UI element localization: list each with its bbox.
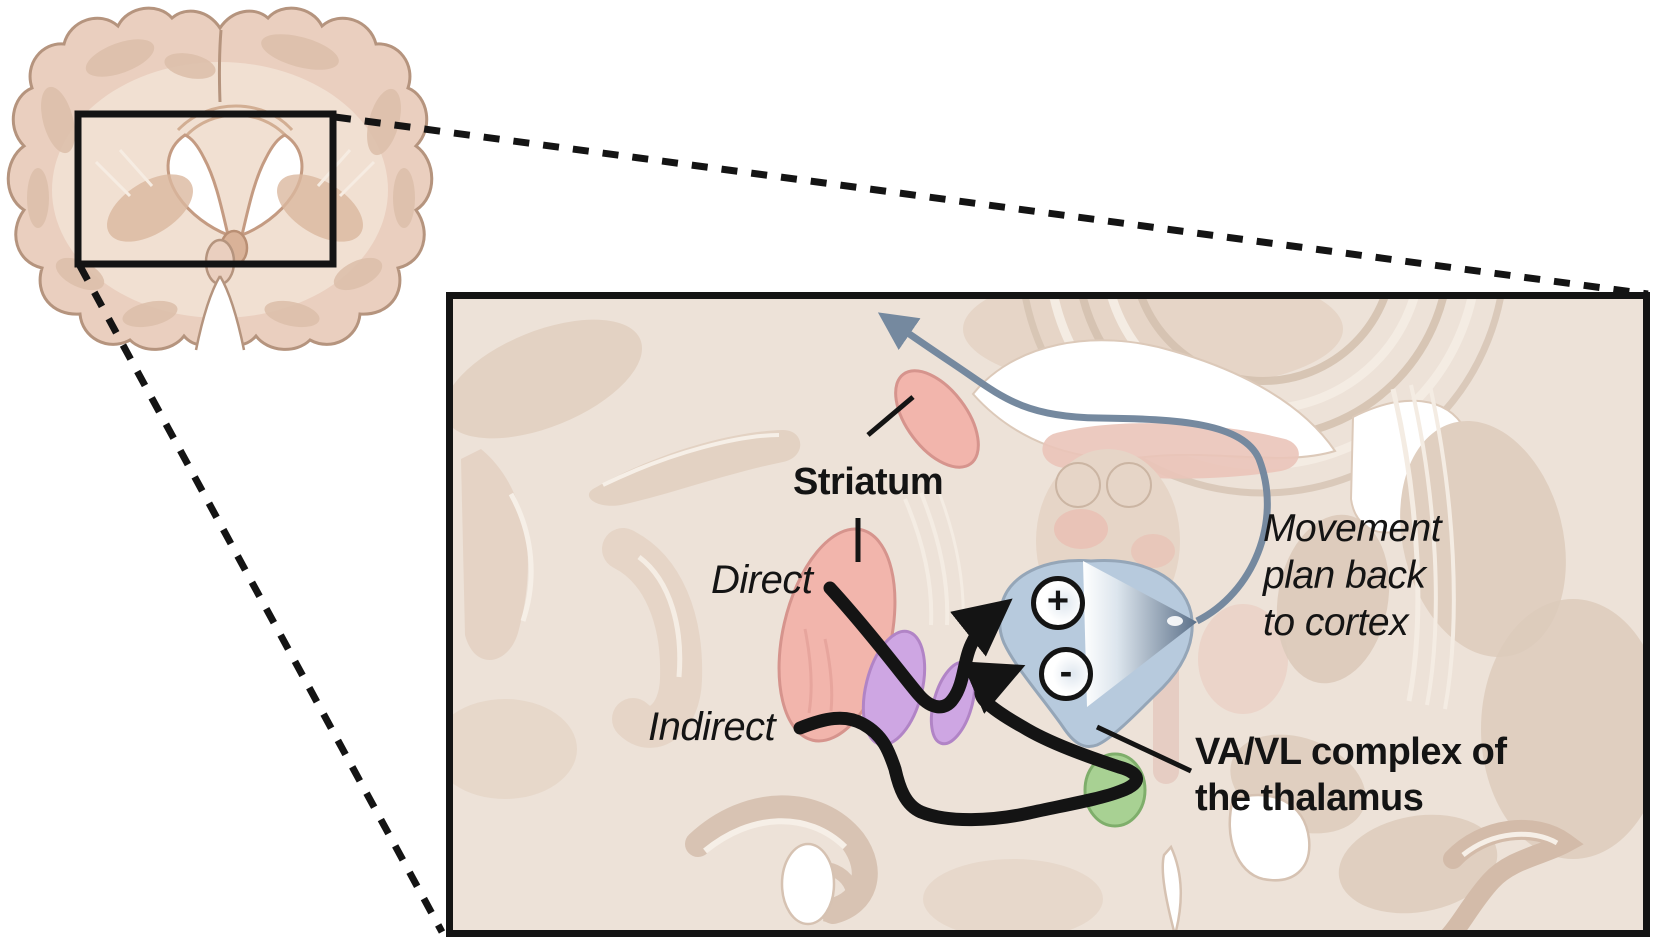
movement-plan-line1: Movement	[1263, 507, 1442, 550]
indirect-pathway-arrow	[793, 661, 1143, 827]
brain-illustration	[6, 6, 434, 351]
inset-anatomy	[453, 299, 1643, 930]
leader-line-bottom	[76, 264, 446, 934]
roi-rectangle	[74, 110, 337, 268]
direct-pathway-label: Direct	[711, 558, 813, 602]
midline-fissure	[217, 29, 223, 103]
plus-sign: +	[1046, 580, 1070, 622]
vavl-line1: VA/VL complex of	[1195, 731, 1507, 773]
putamen-striations	[803, 628, 834, 714]
indirect-pathway-label: Indirect	[648, 705, 776, 749]
gyri-texture	[27, 34, 415, 328]
direct-pathway-arrow	[823, 581, 1013, 714]
movement-plan-line2: plan back	[1263, 554, 1426, 597]
right-hemisphere-texture	[1230, 380, 1643, 930]
striatum-label: Striatum	[793, 461, 944, 503]
bottom-white-patches	[780, 793, 1311, 930]
movement-plan-line3: to cortex	[1263, 601, 1409, 644]
excitatory-plus-badge: +	[1031, 576, 1085, 630]
vavl-pointer	[1095, 724, 1193, 774]
vavl-thalamus-label: VA/VL complex of the thalamus	[1195, 729, 1507, 821]
pathway-arrows	[793, 581, 1143, 827]
striatum-pointer-upper	[866, 395, 915, 437]
movement-plan-arrow	[877, 312, 1271, 625]
temporal-gap-edges	[194, 275, 246, 351]
movement-plan-label: Movement plan back to cortex	[1263, 505, 1442, 646]
temporal-gap	[196, 276, 244, 350]
internal-capsule-streaks	[903, 486, 965, 626]
output-funnel	[1083, 561, 1197, 707]
pointer-lines	[855, 395, 1193, 774]
leader-line-top	[334, 113, 1649, 298]
magnified-inset-panel: Striatum Direct Indirect Movement plan b…	[446, 292, 1650, 937]
caudate-nucleus	[894, 369, 980, 469]
funnel-highlight	[1167, 616, 1183, 626]
zoom-leader-lines	[76, 113, 1649, 934]
inhibitory-minus-badge: -	[1039, 647, 1093, 701]
vavl-line2: the thalamus	[1195, 777, 1424, 819]
minus-sign: -	[1059, 651, 1073, 693]
